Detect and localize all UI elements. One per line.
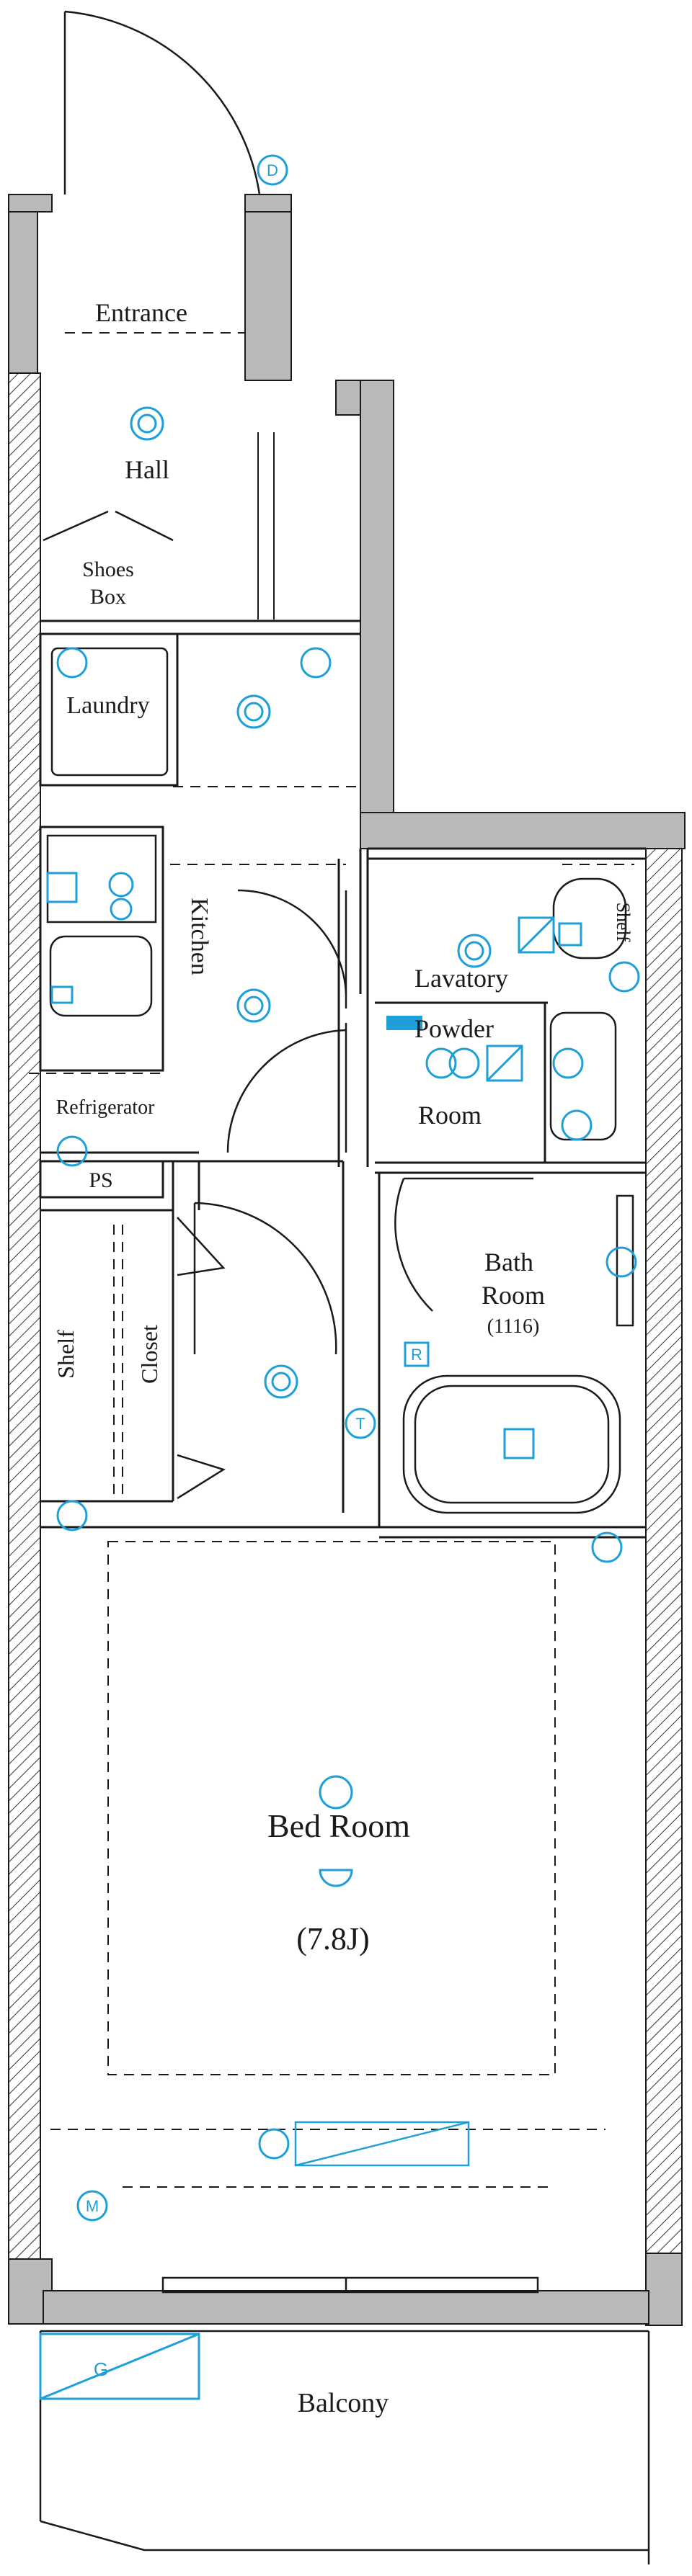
- gas-marker-label: G: [94, 2358, 108, 2380]
- outlet-icon: [56, 1500, 88, 1531]
- lavatory-light-icon: [457, 934, 492, 968]
- stove: [46, 834, 157, 923]
- stove-burner-icon: [46, 872, 78, 903]
- lavatory-mirror-icon: [518, 916, 555, 954]
- bed-room-label: Bed Room: [267, 1807, 410, 1844]
- laundry-pan: [50, 647, 169, 777]
- bath-room-label-line2: Room: [482, 1281, 545, 1310]
- outlet-icon: [591, 1531, 623, 1563]
- powder-mirror-icon: [486, 1045, 523, 1082]
- bath-size-label: (1116): [487, 1315, 540, 1338]
- bath-door-arc: [394, 1178, 433, 1312]
- kitchen-sink: [49, 935, 153, 1017]
- marker-symbols: D M G T R: [76, 154, 430, 2380]
- bedroom-light-icon: [319, 1775, 353, 1810]
- doors: [43, 10, 533, 1355]
- wash-basin: [549, 1011, 617, 1141]
- powder-door-arc: [226, 1029, 347, 1153]
- meter-marker-label: M: [86, 2197, 99, 2215]
- fixtures: [39, 647, 650, 2564]
- entrance-label: Entrance: [95, 298, 187, 327]
- dashed-lines: [29, 332, 634, 2188]
- door-marker-label: D: [267, 161, 278, 179]
- room-labels: Entrance Hall Shoes Box Laundry Kitchen …: [53, 298, 634, 2418]
- electrical-symbols: [39, 406, 640, 2400]
- aircon-outlet-icon: [258, 2128, 290, 2160]
- remote-marker-label: R: [411, 1346, 422, 1364]
- shelf-label: Shelf: [53, 1330, 79, 1379]
- shoes-box-door-left: [43, 510, 109, 542]
- hall-light-icon: [130, 406, 164, 441]
- hall-label: Hall: [125, 455, 169, 484]
- gas-heater-icon: [39, 2333, 200, 2400]
- remote-marker-icon: [404, 1341, 430, 1367]
- balcony-floor: [40, 2520, 649, 2552]
- bath-vent-icon: [606, 1246, 637, 1278]
- outlet-icon: [608, 961, 640, 993]
- bath-room-label-line1: Bath: [484, 1248, 533, 1276]
- window: [161, 2276, 539, 2294]
- outer-walls: [8, 194, 686, 2326]
- bathtub: [402, 1374, 621, 1514]
- refrigerator-label: Refrigerator: [56, 1096, 155, 1119]
- basin-outlet-icon: [561, 1109, 593, 1141]
- interior-walls: [39, 432, 646, 1539]
- balcony-label: Balcony: [298, 2388, 389, 2418]
- powder-room-label-line1: Powder: [414, 1014, 494, 1043]
- lavatory-label: Lavatory: [414, 964, 508, 993]
- bedroom-door-arc: [194, 1202, 337, 1355]
- faucet-icon: [50, 985, 74, 1004]
- shoes-box-label-line2: Box: [90, 585, 126, 609]
- air-conditioner: [294, 2121, 470, 2167]
- bathtub-inner: [414, 1385, 610, 1504]
- bedroom-corridor-light-icon: [264, 1364, 298, 1399]
- meter-marker-icon: [76, 2190, 108, 2222]
- kitchen-label: Kitchen: [186, 898, 213, 975]
- powder-room-label-line2: Room: [418, 1101, 482, 1130]
- kitchen-light-icon: [236, 988, 271, 1023]
- door-marker-icon: [257, 154, 288, 186]
- outlet-icon: [56, 1135, 88, 1167]
- lavatory-door-arc: [237, 889, 347, 995]
- lavatory-shelf-mark: [386, 1016, 422, 1030]
- bedroom-lamp-icon: [319, 1869, 353, 1887]
- lavatory-switch-icon: [558, 922, 582, 947]
- closet-doors: [177, 1217, 226, 1500]
- thermostat-marker-icon: [345, 1408, 376, 1439]
- shoes-box-door-right: [115, 510, 174, 542]
- bed-room-size-label: (7.8J): [296, 1921, 369, 1956]
- bath-shelf: [616, 1194, 634, 1327]
- entrance-door-arc: [64, 10, 261, 195]
- outlet-icon: [56, 647, 88, 679]
- laundry-label: Laundry: [66, 692, 149, 719]
- ps-label: PS: [89, 1168, 112, 1192]
- shoes-box-label-line1: Shoes: [82, 558, 134, 581]
- outlet-icon: [300, 647, 332, 679]
- corridor-light-icon: [236, 694, 271, 729]
- basin-light-icon: [552, 1047, 584, 1079]
- closet-label: Closet: [136, 1325, 162, 1384]
- powder-light-icon: [425, 1047, 457, 1079]
- bath-drain-icon: [503, 1428, 535, 1459]
- thermostat-marker-label: T: [355, 1415, 365, 1433]
- shelf-top-label: Shelf: [613, 903, 634, 942]
